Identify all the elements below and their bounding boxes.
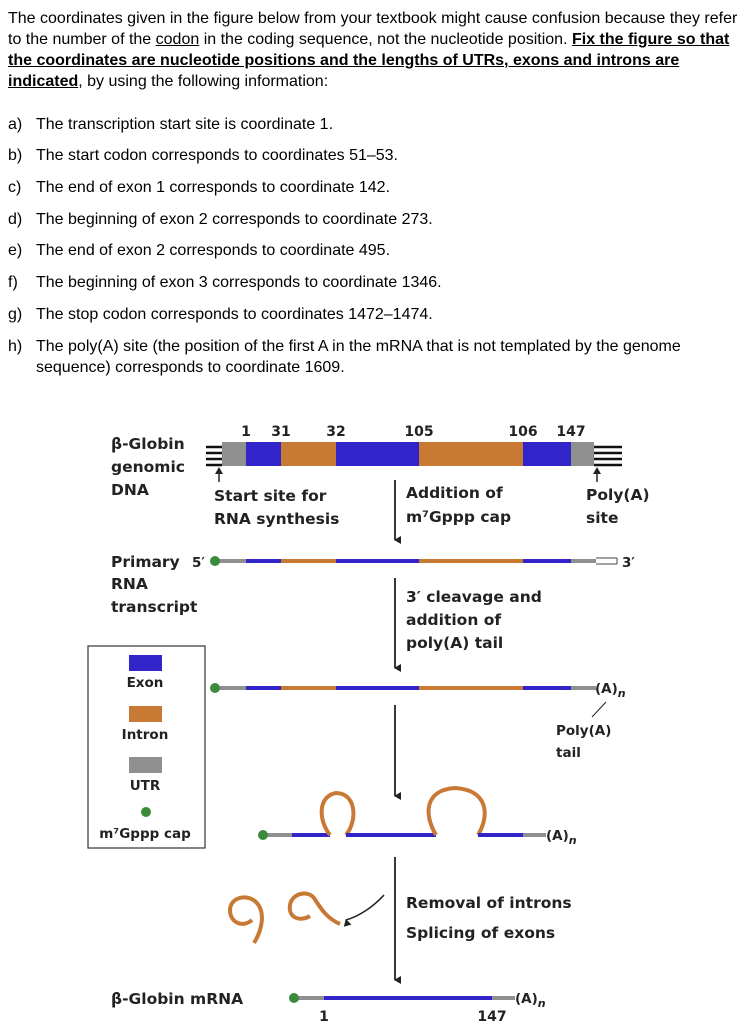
list-item-text: The beginning of exon 3 corresponds to c… [36, 274, 442, 291]
polya-site-line1: Poly(A) [586, 486, 650, 504]
primary-label-line3: transcript [111, 598, 198, 616]
intro-codon: codon [155, 31, 200, 48]
coord-1: 1 [241, 424, 251, 440]
start-site-line2: RNA synthesis [214, 510, 339, 528]
list-item-text: The end of exon 1 corresponds to coordin… [36, 179, 391, 196]
legend-exon-swatch [129, 655, 162, 671]
mrna-label: β-Globin mRNA [111, 990, 243, 1008]
list-item-label: f) [8, 274, 18, 291]
list-item-text: The poly(A) site (the position of the fi… [36, 338, 681, 376]
exon-3-block [523, 442, 571, 466]
cleavage-line3: poly(A) tail [406, 634, 503, 652]
polyadenylated-transcript [210, 683, 596, 693]
list-item-label: b) [8, 147, 23, 164]
legend-cap-swatch [141, 807, 151, 817]
cap-addition-line2: m⁷Gppp cap [406, 508, 511, 526]
tail-n: n [538, 997, 546, 1010]
polya-tail-pointer [591, 701, 607, 718]
cleavage-line2: addition of [406, 611, 501, 629]
genomic-dna-strands [206, 445, 622, 467]
intro-text-2: in the coding sequence, not the nucleoti… [199, 31, 572, 48]
intron-2-block [419, 442, 523, 466]
cap-addition-line1: Addition of [406, 484, 503, 502]
legend-exon-label: Exon [127, 675, 164, 691]
looped-transcript [258, 785, 546, 840]
polya-tail-line1: Poly(A) [556, 723, 611, 739]
tail-A: (A) [515, 991, 538, 1007]
tail-label-1: (A)n [595, 681, 626, 700]
primary-label-line1: Primary [111, 553, 180, 571]
cleavage-line1: 3′ cleavage and [406, 588, 542, 606]
coord-105: 105 [404, 424, 433, 440]
list-item-label: a) [8, 116, 23, 133]
start-site-arrowhead [215, 467, 223, 474]
tail-label-2: (A)n [546, 828, 577, 847]
list-item-text: The end of exon 2 corresponds to coordin… [36, 242, 391, 259]
coord-147: 147 [556, 424, 585, 440]
polya-site-arrowhead [593, 467, 601, 474]
list-item-label: e) [8, 242, 23, 259]
cap-dot [210, 556, 220, 566]
list-item-text: The beginning of exon 2 corresponds to c… [36, 211, 433, 228]
splicing-line2: Splicing of exons [406, 924, 555, 942]
legend-cap-label: m⁷Gppp cap [99, 826, 191, 842]
polya-tail-line2: tail [556, 745, 581, 761]
polya-site-line2: site [586, 509, 618, 527]
tail-A: (A) [595, 681, 618, 697]
intron-removal-arrow [343, 894, 385, 927]
utr-3-block [571, 442, 594, 466]
five-prime-label: 5′ [192, 555, 205, 571]
genomic-label-line1: β-Globin [111, 435, 185, 453]
removed-intron-2 [287, 891, 341, 926]
genomic-label-line3: DNA [111, 481, 149, 499]
coord-31: 31 [271, 424, 290, 440]
removed-intron-1 [227, 895, 264, 945]
start-site-line1: Start site for [214, 487, 327, 505]
genomic-label-line2: genomic [111, 458, 185, 476]
primary-transcript [210, 556, 618, 566]
legend-intron-swatch [129, 706, 162, 722]
question-intro: The coordinates given in the figure belo… [8, 8, 743, 92]
exon-2-block [336, 442, 419, 466]
utr-5-block [222, 442, 246, 466]
list-item-text: The stop codon corresponds to coordinate… [36, 306, 433, 323]
mature-mrna [289, 993, 515, 1003]
legend-intron-label: Intron [122, 727, 169, 743]
primary-label-line2: RNA [111, 575, 148, 593]
list-item-text: The transcription start site is coordina… [36, 116, 334, 133]
legend-utr-label: UTR [130, 778, 161, 794]
intron-1-block [281, 442, 336, 466]
coord-32: 32 [326, 424, 345, 440]
tail-label-3: (A)n [515, 991, 546, 1010]
legend-utr-swatch [129, 757, 162, 773]
three-prime-label: 3′ [622, 555, 635, 571]
list-item-text: The start codon corresponds to coordinat… [36, 147, 398, 164]
list-item-label: d) [8, 211, 23, 228]
splicing-line1: Removal of introns [406, 894, 572, 912]
intro-text-3: , by using the following information: [78, 73, 329, 90]
coord-106: 106 [508, 424, 537, 440]
exon-1-block [246, 442, 281, 466]
list-item-label: c) [8, 179, 22, 196]
tail-A: (A) [546, 828, 569, 844]
intro-instruction: Fix the figure so that the coordinates a… [8, 31, 730, 90]
mrna-coord-start: 1 [319, 1009, 329, 1024]
intro-text-1: The coordinates given in the figure belo… [8, 10, 738, 48]
genomic-gene-blocks [222, 442, 594, 466]
list-item-label: h) [8, 338, 23, 355]
mrna-coord-end: 147 [477, 1009, 506, 1024]
tail-n: n [618, 687, 626, 700]
tail-n: n [569, 834, 577, 847]
list-item-label: g) [8, 306, 23, 323]
